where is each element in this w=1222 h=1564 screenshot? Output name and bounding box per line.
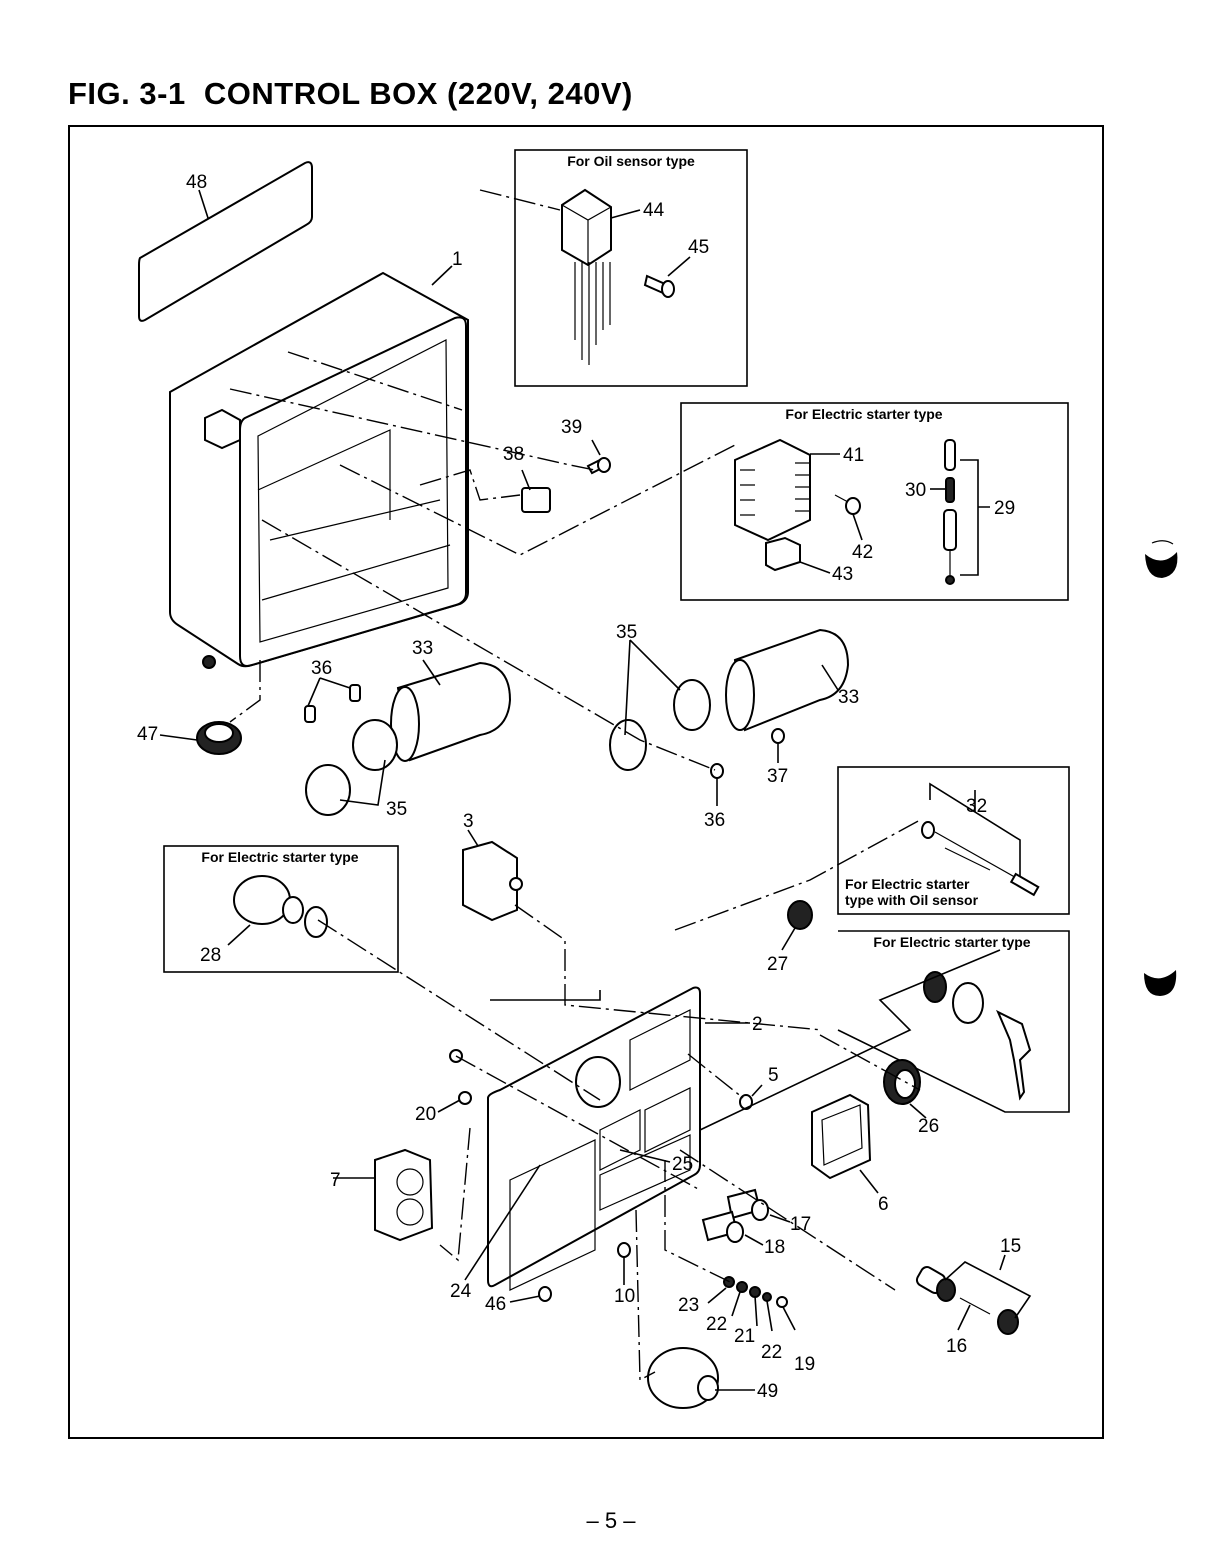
callout-36-left: 36 [311, 658, 332, 679]
callout-33-left: 33 [412, 638, 433, 659]
assembly-lines [229, 189, 1001, 1382]
part-35-clamps-left [305, 719, 398, 816]
callout-49: 49 [757, 1381, 778, 1402]
callout-44: 44 [643, 200, 665, 221]
callout-22-left: 22 [706, 1314, 727, 1335]
inset-electric-starter-key: For Electric starter type [837, 930, 1070, 1113]
part-38-terminal [521, 487, 551, 513]
part-44-oil-sensor-unit [561, 188, 612, 365]
callout-33-right: 33 [838, 687, 859, 708]
callouts: 48 1 44 45 38 39 41 42 43 30 29 33 33 36… [137, 172, 1021, 1402]
part-48-label-plate [138, 161, 313, 322]
part-41-regulator [734, 438, 811, 542]
callout-46: 46 [485, 1294, 506, 1315]
callout-20: 20 [415, 1104, 436, 1125]
key-switch-parts [923, 971, 1032, 1101]
part-15-16-bulb-holder [915, 1266, 1019, 1335]
callout-25: 25 [672, 1154, 693, 1175]
callout-19: 19 [794, 1354, 815, 1375]
inset-title-electric-starter-oil-line2: type with Oil sensor [845, 892, 979, 908]
part-43-connector [765, 536, 801, 572]
callout-6: 6 [878, 1194, 889, 1215]
callout-32: 32 [966, 796, 987, 817]
callout-29: 29 [994, 498, 1015, 519]
callout-48: 48 [186, 172, 207, 193]
part-29-fuse-holder [943, 439, 957, 585]
part-32-harness [921, 821, 1040, 897]
part-42-screw [834, 494, 861, 515]
part-33-capacitor-right [725, 628, 850, 732]
part-33-capacitor-left [390, 661, 512, 762]
callout-23: 23 [678, 1295, 699, 1316]
inset-title-electric-starter-left: For Electric starter type [201, 849, 358, 865]
callout-35-right: 35 [616, 622, 637, 643]
inset-electric-starter-top: For Electric starter type [680, 402, 1069, 601]
callout-5: 5 [768, 1065, 779, 1086]
inset-oil-sensor: For Oil sensor type [514, 149, 748, 387]
callout-43: 43 [832, 564, 853, 585]
callout-7: 7 [330, 1170, 341, 1191]
leader-lines [159, 189, 1032, 1391]
part-6-meter [811, 1093, 872, 1180]
part-5-screw [739, 1094, 753, 1110]
callout-42: 42 [852, 542, 873, 563]
part-37-screw [771, 728, 785, 744]
binder-punch-marks [1144, 540, 1178, 996]
callout-26: 26 [918, 1116, 939, 1137]
callout-38: 38 [503, 444, 524, 465]
callout-21: 21 [734, 1326, 755, 1347]
part-20-nut [458, 1091, 472, 1105]
part-1-control-box-housing [169, 271, 469, 669]
part-35-clamps-right [609, 679, 711, 771]
part-27-cap [787, 900, 813, 930]
callout-28: 28 [200, 945, 221, 966]
callout-1: 1 [452, 249, 463, 270]
part-2-control-panel [487, 986, 701, 1291]
part-39-screw [586, 457, 611, 475]
part-28-starter-switch [233, 875, 328, 938]
inset-title-electric-starter-oil-line1: For Electric starter [845, 876, 970, 892]
callout-16: 16 [946, 1336, 967, 1357]
part-3-circuit-breaker [462, 840, 523, 922]
inset-title-electric-starter-key: For Electric starter type [873, 934, 1030, 950]
callout-45: 45 [688, 237, 709, 258]
callout-41: 41 [843, 445, 864, 466]
part-26-cap [883, 1059, 921, 1105]
callout-30: 30 [905, 480, 926, 501]
callout-39: 39 [561, 417, 582, 438]
callout-47: 47 [137, 724, 158, 745]
part-36-screws [304, 684, 724, 779]
callout-18: 18 [764, 1237, 785, 1258]
part-18-fuse-holder [701, 1210, 744, 1243]
figure-title: FIG. 3-1 CONTROL BOX (220V, 240V) [68, 76, 633, 111]
inset-electric-starter-left: For Electric starter type [163, 845, 399, 973]
callout-35-left: 35 [386, 799, 407, 820]
part-46-screw [538, 1286, 552, 1302]
callout-3: 3 [463, 811, 474, 832]
part-49-switch [647, 1347, 719, 1409]
callout-22-right: 22 [761, 1342, 782, 1363]
page-number: – 5 – [586, 1508, 636, 1533]
diagram-frame [68, 125, 1104, 1439]
part-45-screw [643, 274, 675, 298]
part-10-screw [617, 1242, 631, 1258]
inset-title-electric-starter-top: For Electric starter type [785, 406, 942, 422]
callout-37: 37 [767, 766, 788, 787]
inset-title-oil-sensor: For Oil sensor type [567, 153, 695, 169]
callout-17: 17 [790, 1214, 811, 1235]
inset-electric-starter-oil-sensor: For Electric starter type with Oil senso… [837, 766, 1070, 915]
callout-2: 2 [752, 1014, 763, 1035]
part-47-grommet [196, 721, 242, 755]
callout-15: 15 [1000, 1236, 1021, 1257]
part-7-receptacle [374, 1148, 434, 1242]
callout-27: 27 [767, 954, 788, 975]
callout-24: 24 [450, 1281, 472, 1302]
callout-10: 10 [614, 1286, 635, 1307]
callout-36-right: 36 [704, 810, 725, 831]
